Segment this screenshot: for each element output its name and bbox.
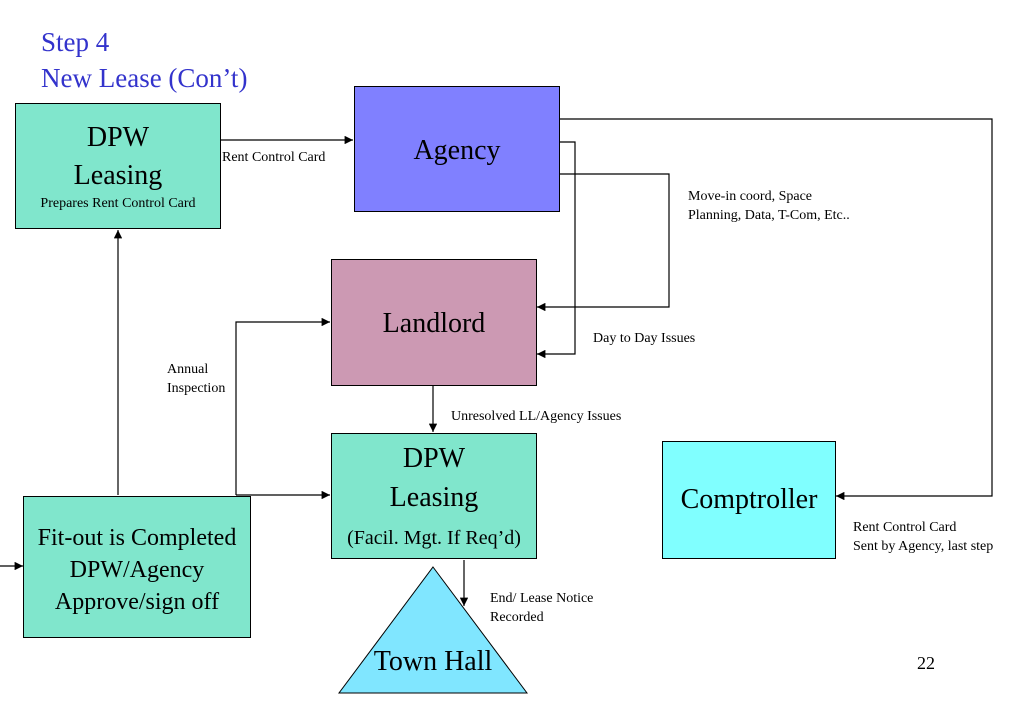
edge-agency-to-landlord-daytoday: [537, 141, 576, 359]
page-title-subtitle: New Lease (Con’t): [41, 63, 248, 93]
page-number: 22: [917, 653, 935, 673]
node-dpw-leasing-mid-line1: DPW: [402, 443, 466, 474]
node-dpw-leasing-mid: DPW Leasing (Facil. Mgt. If Req’d): [331, 433, 537, 559]
node-dpw-leasing-mid-line2: Leasing: [389, 482, 479, 513]
node-fitout-line2: DPW/Agency: [69, 557, 205, 583]
label-annual: Annual: [167, 362, 209, 377]
edge-agency-to-landlord-movein: [537, 173, 670, 312]
label-unresolved: Unresolved LL/Agency Issues: [451, 409, 622, 424]
label-rent-control-card: Rent Control Card: [222, 150, 326, 165]
node-agency-label: Agency: [413, 135, 501, 166]
page-title-step: Step 4: [41, 27, 110, 57]
label-move-in-2: Planning, Data, T-Com, Etc..: [688, 208, 850, 223]
node-agency: Agency: [354, 86, 560, 212]
label-end-lease-1: End/ Lease Notice: [490, 591, 594, 606]
node-comptroller: Comptroller: [662, 441, 836, 559]
label-move-in-1: Move-in coord, Space: [688, 189, 813, 204]
label-rent-sent-1: Rent Control Card: [853, 520, 957, 535]
node-fitout: Fit-out is Completed DPW/Agency Approve/…: [23, 496, 251, 638]
label-day-to-day: Day to Day Issues: [593, 331, 696, 346]
label-end-lease-2: Recorded: [490, 610, 544, 625]
node-fitout-line3: Approve/sign off: [54, 589, 220, 615]
node-dpw-leasing-top-line1: DPW: [86, 122, 150, 153]
edge-agency-to-comptroller: [560, 118, 993, 501]
node-town-hall-label: Town Hall: [373, 646, 493, 677]
node-town-hall-shape: [338, 566, 528, 694]
node-landlord: Landlord: [331, 259, 537, 386]
node-dpw-leasing-mid-line3: (Facil. Mgt. If Req’d): [347, 527, 521, 549]
label-inspection: Inspection: [167, 381, 226, 396]
edge-fitout-to-landlord: [235, 317, 330, 495]
node-comptroller-label: Comptroller: [680, 484, 818, 515]
label-rent-sent-2: Sent by Agency, last step: [853, 539, 994, 554]
node-dpw-leasing-top: DPW Leasing Prepares Rent Control Card: [15, 103, 221, 229]
node-dpw-leasing-top-sub: Prepares Rent Control Card: [40, 196, 196, 211]
node-landlord-label: Landlord: [382, 308, 486, 339]
node-dpw-leasing-top-line2: Leasing: [73, 160, 163, 191]
node-fitout-line1: Fit-out is Completed: [37, 525, 237, 551]
